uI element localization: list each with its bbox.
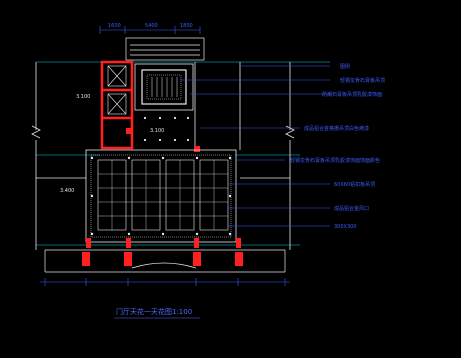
elevator-cars [107,65,127,115]
dim-top-left: 1600 [108,23,121,29]
lobby-ceiling-grid-panels [97,159,229,231]
upper-ceiling-feature [134,63,194,111]
dim-top-mid: 5400 [145,23,158,29]
outer-walls [31,62,295,250]
annotation-7: 300X300 [334,224,357,230]
lower-columns [82,238,243,266]
annotation-6: 成品铝合金风口 [334,205,369,212]
bottom-dimension-chain [40,278,290,286]
entrance-steps [44,249,286,273]
annotation-1: 轻钢龙骨石膏板吊顶 [340,77,385,84]
lobby-light-fixtures [90,156,232,236]
annotation-leaders [180,65,330,227]
stair-block [125,37,205,61]
top-dimension-chain [99,26,201,34]
drawing-caption: 门厅天花一天花图1:100 [116,307,192,316]
corridor-ceiling [143,116,190,142]
annotation-0: 图例 [340,63,350,70]
elevator-core [100,60,134,150]
column-marker [126,128,132,134]
dim-top-right: 1800 [180,23,193,29]
level-corridor: 3.100 [150,128,164,134]
level-elevator-lobby: 3.100 [76,94,90,100]
annotation-4: 轻钢龙骨石膏板吊顶乳胶漆饰面饰面颜色 [290,157,380,164]
annotation-5: 60X60铝扣板吊顶 [334,181,375,188]
annotation-2: 防潮石膏板吊顶乳胶漆饰面 [322,91,382,98]
level-lobby: 3.400 [60,188,74,194]
column-marker [194,146,200,152]
annotation-3: 成品铝合金格栅吊顶白色烤漆 [304,125,369,132]
grid-lines [36,61,330,246]
